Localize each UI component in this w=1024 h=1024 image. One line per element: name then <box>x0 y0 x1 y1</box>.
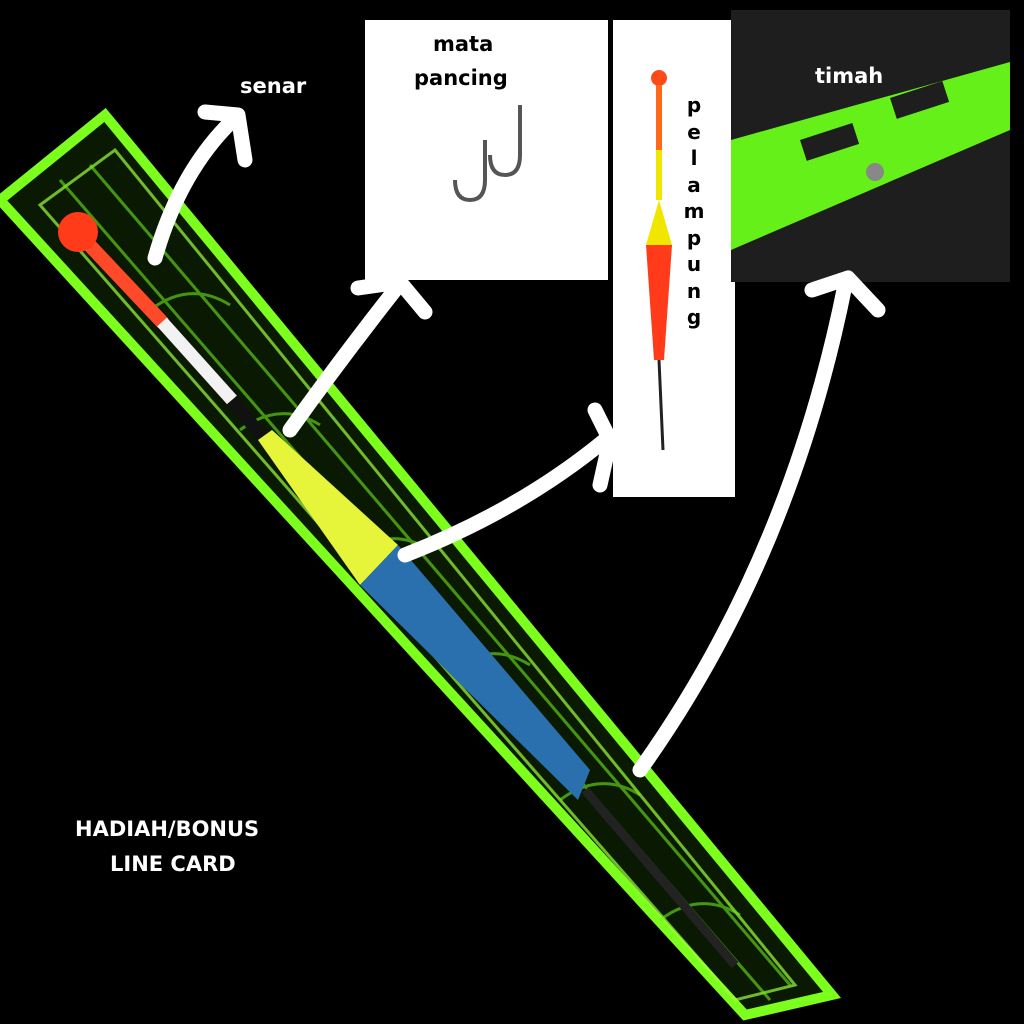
letter: l <box>690 146 698 170</box>
float <box>58 212 739 968</box>
letter: g <box>686 305 702 329</box>
letter: a <box>687 172 701 197</box>
sinker-icon <box>866 163 884 181</box>
label-senar: senar <box>240 74 307 98</box>
arrow-timah <box>632 277 853 778</box>
label-mata: mata <box>433 32 494 56</box>
letter: n <box>686 278 702 303</box>
label-pancing: pancing <box>414 66 508 90</box>
arrow-senar <box>147 110 243 266</box>
arrow-mata-pancing <box>282 282 403 438</box>
float-image <box>646 70 672 451</box>
letter: p <box>686 93 702 117</box>
label-timah: timah <box>815 64 884 88</box>
label-bonus: HADIAH/BONUS <box>75 817 260 841</box>
hook-icon <box>453 105 522 203</box>
float-image-box <box>613 20 735 497</box>
letter: e <box>687 119 701 144</box>
letter: u <box>686 252 702 276</box>
letter: p <box>686 225 702 250</box>
letter: m <box>683 199 705 223</box>
label-line-card: LINE CARD <box>110 852 236 876</box>
line-card <box>0 107 842 1021</box>
arrow-pelampung <box>397 432 613 563</box>
label-pelampung: p e l a m p u n g <box>682 92 706 331</box>
arrows <box>147 104 886 778</box>
